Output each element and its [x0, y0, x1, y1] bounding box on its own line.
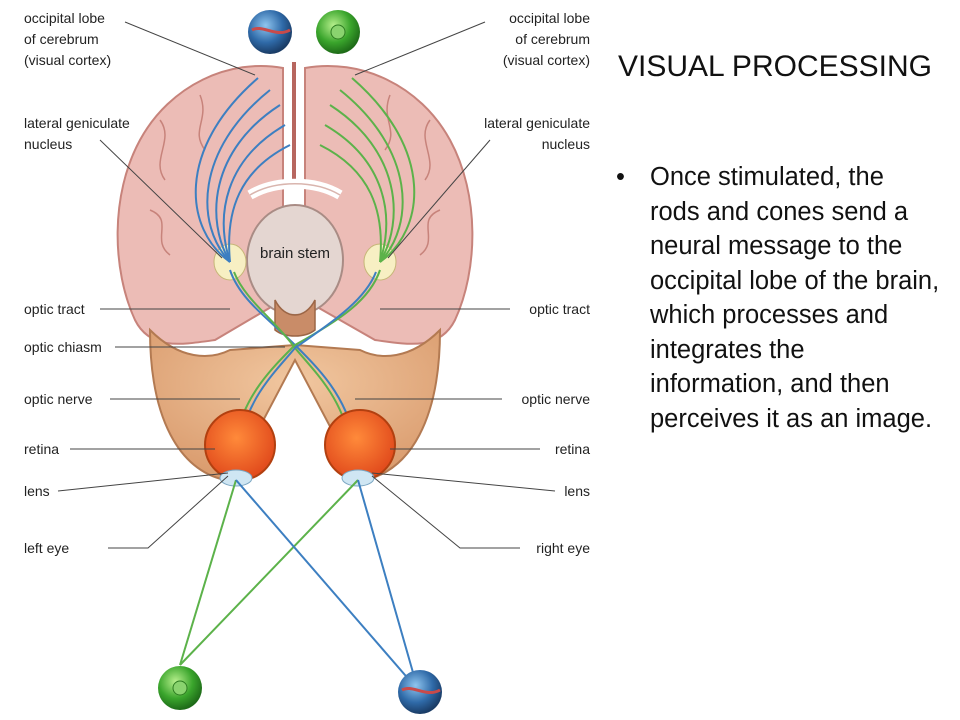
bullet-list: • Once stimulated, the rods and cones se… — [610, 160, 940, 436]
occipital-lobe-left-label-1: occipital lobe — [24, 10, 105, 26]
optic-chiasm-label: optic chiasm — [24, 339, 102, 355]
lens-left-label: lens — [24, 483, 50, 499]
retina-left-label: retina — [24, 441, 59, 457]
right-eye-label: right eye — [536, 540, 590, 556]
bullet-text: Once stimulated, the rods and cones send… — [650, 163, 940, 433]
labels-right: occipital lobe of cerebrum (visual corte… — [484, 10, 590, 556]
retina-right-label: retina — [555, 441, 590, 457]
occipital-lobe-right-label-2: of cerebrum — [515, 31, 590, 47]
lgn-right-label-1: lateral geniculate — [484, 115, 590, 131]
optic-tract-left-label: optic tract — [24, 301, 85, 317]
bullet-item: • Once stimulated, the rods and cones se… — [610, 160, 940, 436]
lgn-left-label-2: nucleus — [24, 136, 72, 152]
brain-stem-label: brain stem — [260, 245, 330, 262]
visual-field-rays — [179, 479, 419, 691]
slide-title: VISUAL PROCESSING — [618, 50, 932, 83]
optic-nerve-left-label: optic nerve — [24, 391, 93, 407]
leader-lines — [57, 21, 556, 549]
left-eye-label: left eye — [24, 540, 69, 556]
right-eye — [324, 409, 396, 487]
green-optic-radiations — [319, 77, 416, 263]
brain-stem: brain stem — [246, 204, 344, 337]
brain-lower — [148, 327, 442, 482]
optic-tracts — [229, 269, 381, 441]
blue-optic-radiations — [194, 77, 291, 263]
cerebrum — [116, 62, 474, 345]
lens-right-label: lens — [564, 483, 590, 499]
left-eye — [204, 409, 276, 487]
optic-tract-right-label: optic tract — [529, 301, 590, 317]
bullet-dot-icon: • — [616, 163, 625, 191]
labels-left: occipital lobe of cerebrum (visual corte… — [24, 10, 130, 556]
occipital-lobe-right-label-1: occipital lobe — [509, 10, 590, 26]
occipital-lobe-left-label-3: (visual cortex) — [24, 52, 111, 68]
optic-nerve-right-label: optic nerve — [522, 391, 591, 407]
lgn-right-label-2: nucleus — [542, 136, 590, 152]
occipital-lobe-right-label-3: (visual cortex) — [503, 52, 590, 68]
lgn-left-label-1: lateral geniculate — [24, 115, 130, 131]
occipital-lobe-left-label-2: of cerebrum — [24, 31, 99, 47]
